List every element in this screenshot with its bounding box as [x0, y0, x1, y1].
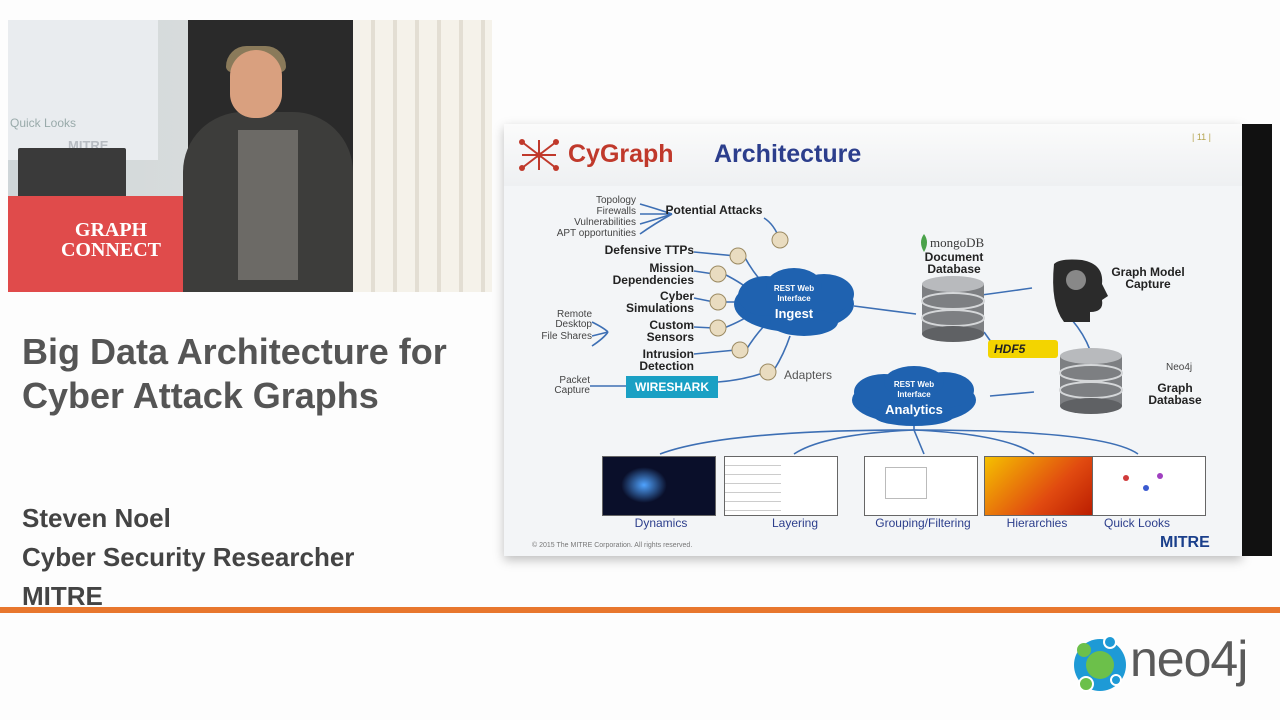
- laptop: [18, 148, 126, 198]
- neo4j-logo-icon: [1074, 635, 1126, 692]
- document-database-label: Document Database: [924, 250, 984, 276]
- projection-screen: [8, 20, 158, 160]
- neo4j-small-label: Neo4j: [1166, 362, 1193, 373]
- wireshark-logo-icon: WIRESHARK: [626, 376, 718, 398]
- graph-model-capture-label: Graph Model Capture: [1111, 265, 1185, 291]
- thumbnail-quick-looks: [1092, 456, 1206, 516]
- window-blinds: [353, 20, 492, 292]
- ingest-cloud-sub2: Interface: [777, 294, 811, 303]
- potential-attacks-label: Potential Attacks: [665, 203, 763, 217]
- neo4j-wordmark: neo4j: [1130, 631, 1248, 687]
- slide-page-number: | 11 |: [1192, 132, 1212, 142]
- podium: GRAPH CONNECT: [8, 196, 206, 292]
- architecture-slide: CyGraph Architecture | 11 |: [504, 124, 1242, 556]
- graph-database-label: Graph Database: [1148, 381, 1202, 407]
- ingest-cloud-label: Ingest: [774, 306, 814, 321]
- ingest-cloud-sub1: REST Web: [773, 284, 815, 293]
- thumbnail-hierarchies: [984, 456, 1098, 516]
- adapters-label: Adapters: [784, 368, 833, 382]
- thumbnail-label-dynamics: Dynamics: [634, 516, 688, 530]
- speaker-video: Quick Looks MITRE GRAPH CONNECT: [8, 20, 492, 292]
- speaker-shirt: [238, 130, 298, 280]
- thumbnail-label-grouping-filtering: Grouping/Filtering: [875, 516, 971, 530]
- speaker-org: MITRE: [22, 581, 103, 611]
- thumbnail-label-quick-looks: Quick Looks: [1103, 516, 1171, 530]
- thumbnail-label-hierarchies: Hierarchies: [1006, 516, 1068, 530]
- mongodb-label: mongoDB: [930, 235, 985, 250]
- custom-sensors-label: Custom Sensors: [646, 318, 694, 344]
- analytics-cloud-sub2: Interface: [897, 390, 931, 399]
- file-shares-label: File Shares: [541, 331, 592, 342]
- firewalls-label: Firewalls: [596, 206, 636, 217]
- thumbnail-layering: [724, 456, 838, 516]
- slide-right-edge: [1242, 124, 1272, 556]
- mission-dependencies-label: Mission Dependencies: [612, 261, 694, 287]
- mitre-logo: MITRE: [1160, 534, 1210, 551]
- slide-title-prefix: CyGraph: [568, 140, 674, 168]
- remote-desktop-label: Remote Desktop: [555, 309, 592, 330]
- wireshark-text: WIRESHARK: [635, 380, 709, 394]
- orange-divider: [0, 607, 1280, 613]
- slide-title-main: Architecture: [714, 140, 862, 168]
- packet-capture-label: Packet Capture: [554, 375, 590, 396]
- talk-title: Big Data Architecture for Cyber Attack G…: [22, 331, 447, 416]
- topology-label: Topology: [595, 195, 636, 206]
- hdf5-label: HDF5: [994, 342, 1026, 356]
- defensive-ttps-label: Defensive TTPs: [604, 243, 694, 257]
- speaker-role: Cyber Security Researcher: [22, 542, 355, 572]
- cyber-simulations-label: Cyber Simulations: [625, 289, 694, 315]
- intrusion-detection-label: Intrusion Detection: [639, 347, 694, 373]
- vulnerabilities-label: Vulnerabilities: [574, 217, 636, 228]
- apt-label: APT opportunities: [556, 228, 636, 239]
- speaker-head: [230, 50, 282, 118]
- podium-text: GRAPH CONNECT: [60, 219, 161, 261]
- slide-header: CyGraph Architecture | 11 |: [504, 124, 1242, 186]
- thumbnail-grouping-filtering: [864, 456, 978, 516]
- diagram-connectors: [590, 203, 1139, 455]
- slide-copyright: © 2015 The MITRE Corporation. All rights…: [532, 542, 693, 549]
- document-db-icon: [921, 276, 985, 342]
- thumbnail-dynamics: [602, 456, 716, 516]
- analytics-cloud-sub1: REST Web: [893, 380, 935, 389]
- analytics-cloud-label: Analytics: [885, 402, 943, 417]
- thumbnail-label-layering: Layering: [771, 516, 819, 530]
- cygraph-logo-icon: [519, 139, 559, 171]
- mini-slide-text: Quick Looks: [10, 116, 77, 130]
- speaker-name: Steven Noel: [22, 503, 171, 533]
